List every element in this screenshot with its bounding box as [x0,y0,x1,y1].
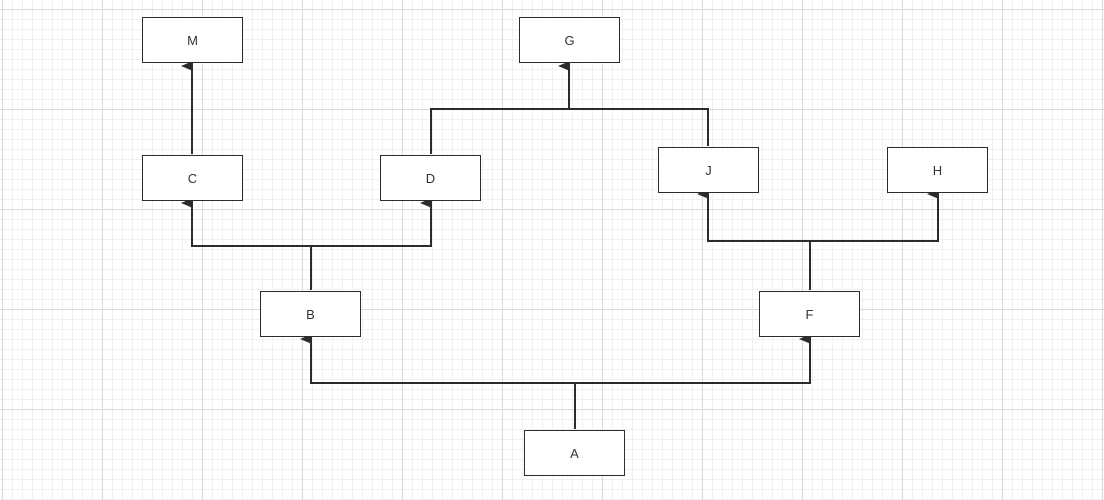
edge-b-to-d[interactable] [311,198,432,247]
edge-f-to-h[interactable] [810,189,939,242]
node-j[interactable]: J [658,147,759,193]
edge-a-to-b[interactable] [300,334,576,429]
node-d[interactable]: D [380,155,481,201]
node-g[interactable]: G [519,17,620,63]
node-m[interactable]: M [142,17,243,63]
edge-a-to-f[interactable] [575,334,811,384]
node-c[interactable]: C [142,155,243,201]
edge-j-to-g[interactable] [569,108,709,146]
node-h[interactable]: H [887,147,988,193]
node-a[interactable]: A [524,430,625,476]
node-b[interactable]: B [260,291,361,337]
edge-d-to-g[interactable] [430,61,570,154]
edge-f-to-j[interactable] [697,189,811,290]
edge-b-to-c[interactable] [181,198,312,290]
node-f[interactable]: F [759,291,860,337]
